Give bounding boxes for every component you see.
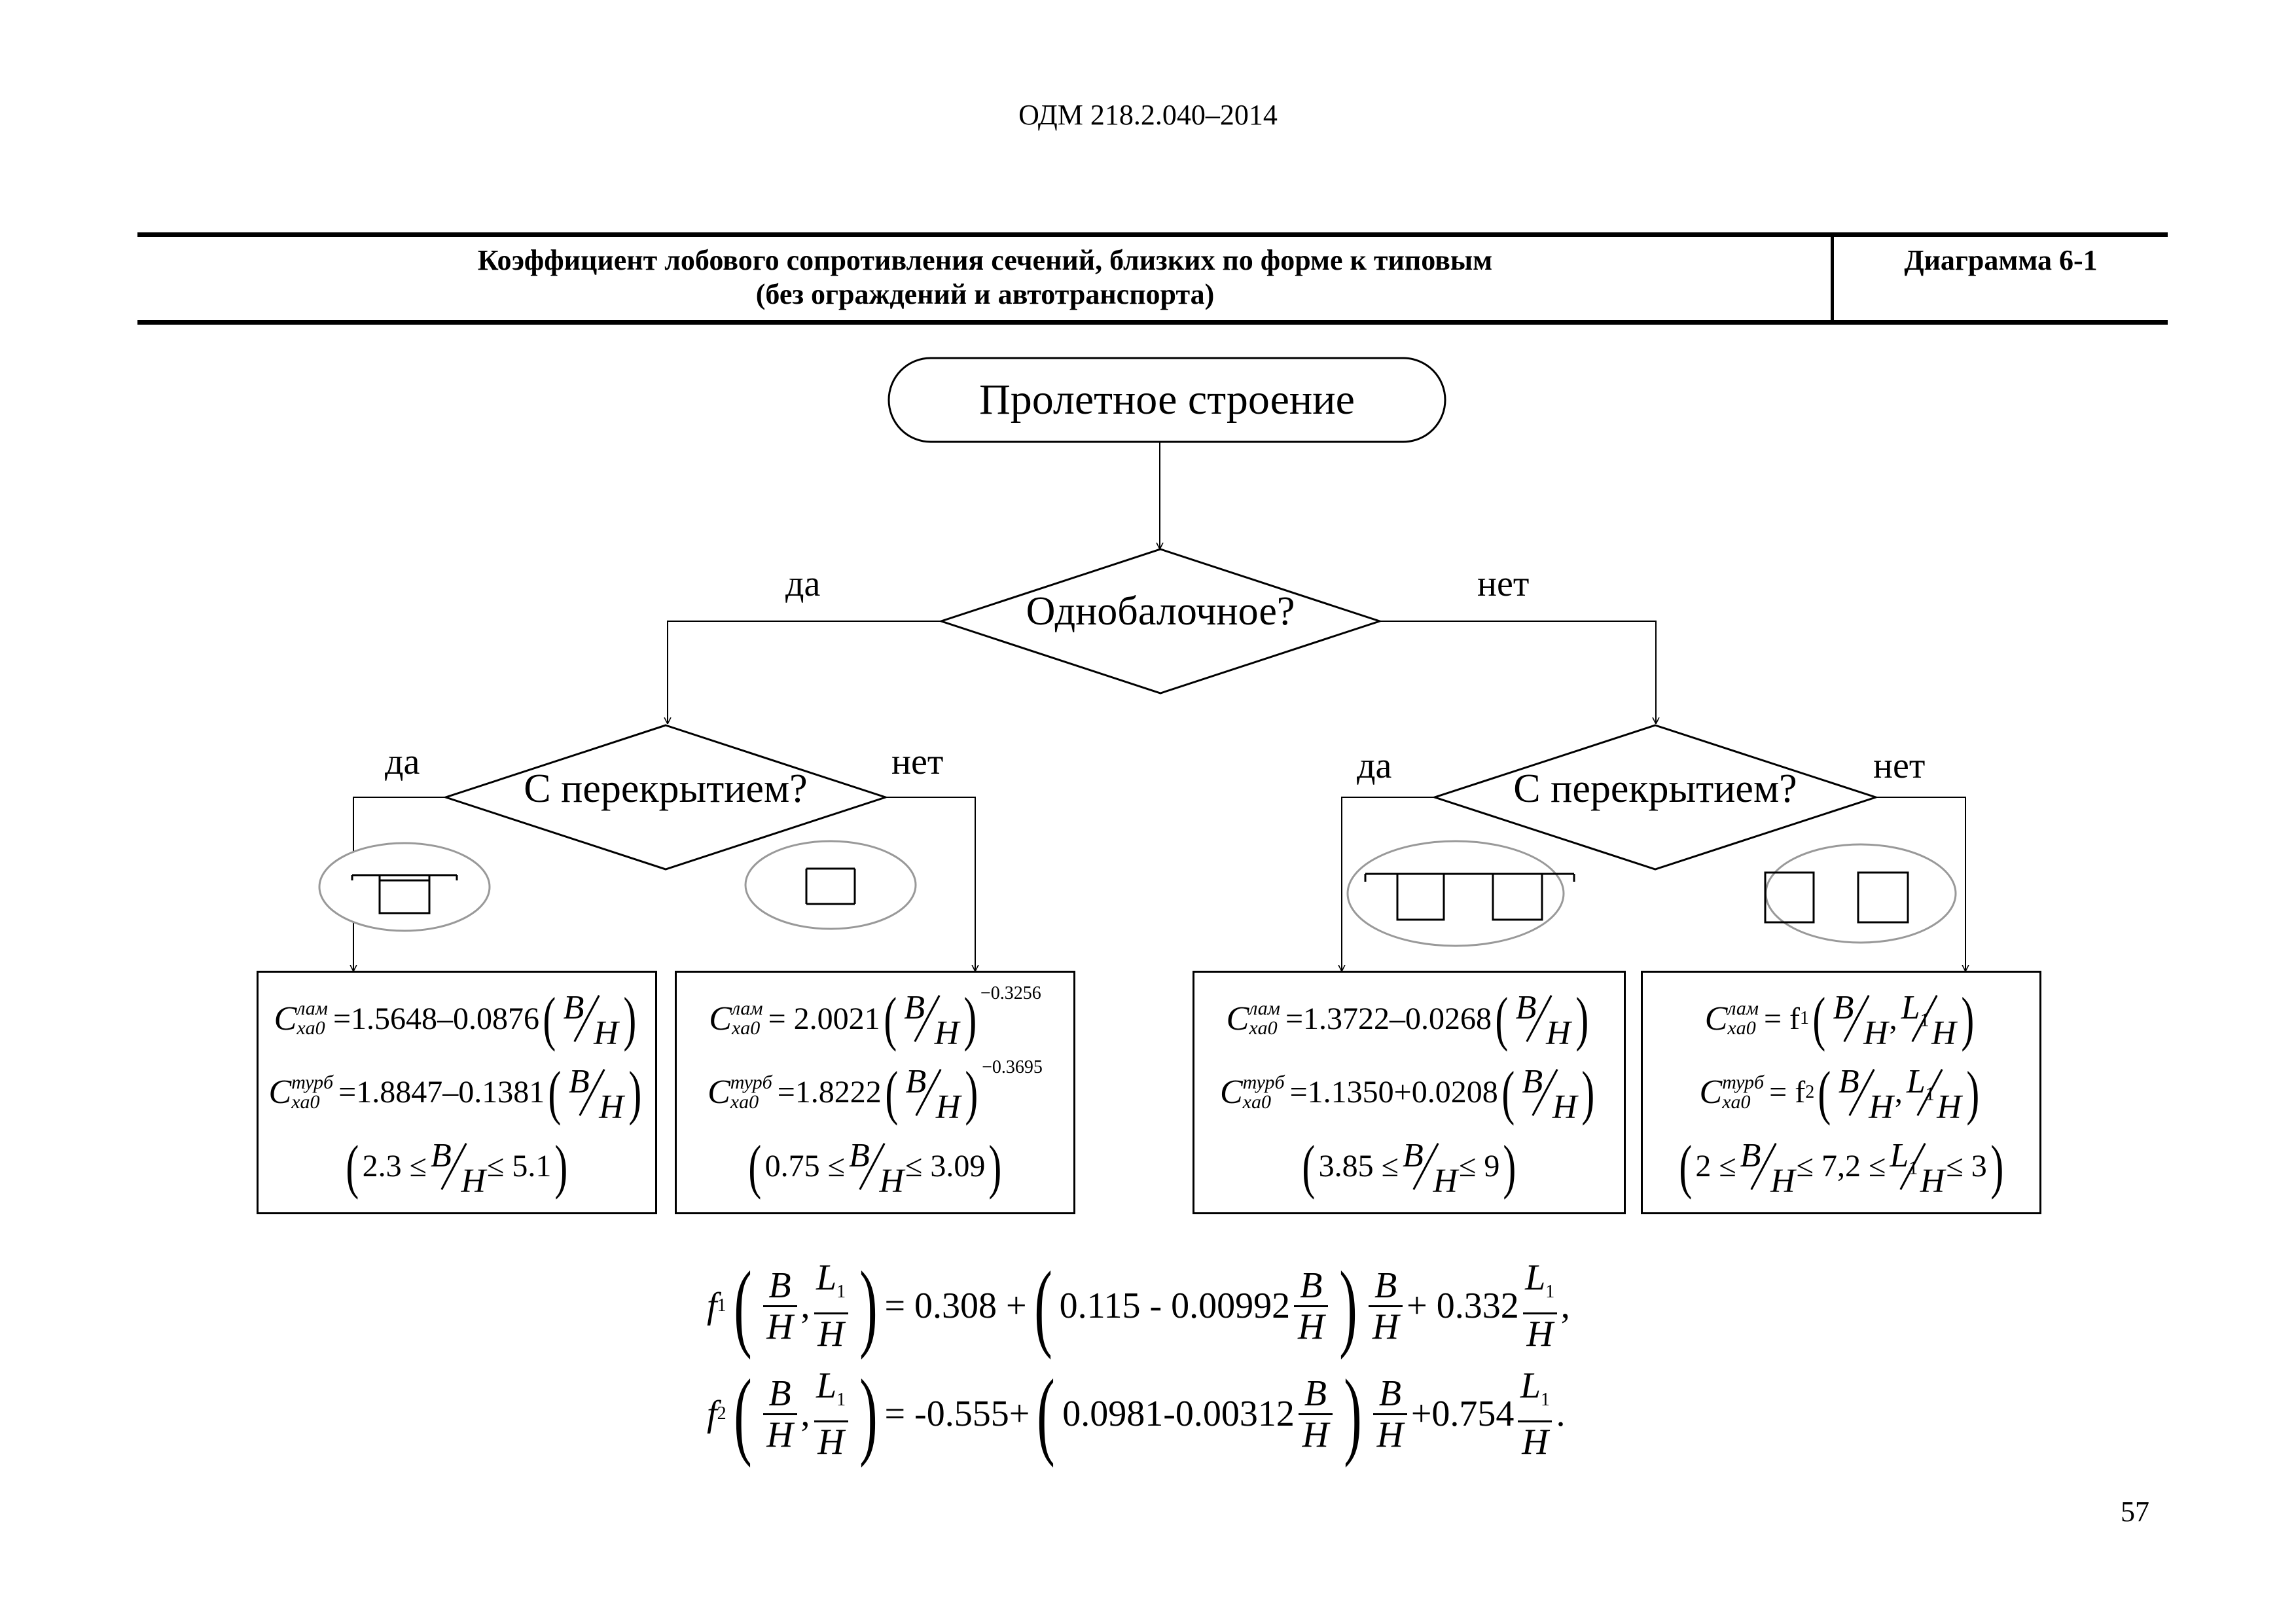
decision-single-beam [938,548,1383,695]
section-ellipse-3 [1346,840,1565,947]
cross-section-single-open [805,867,856,905]
label-no-single: нет [1477,564,1530,604]
section-ellipse-4 [1765,843,1957,944]
diagram-id: Диаграмма 6-1 [1904,244,2098,276]
diagram-title: Коэффициент лобового сопротивления сечен… [137,244,1833,312]
start-label: Пролетное строение [979,376,1355,424]
section-ellipse-2 [744,840,917,930]
question-deck-left: С перекрытием? [524,767,808,811]
connector-single-yes [668,621,941,723]
connector-right-no [1876,797,1965,971]
connector-single-no [1380,621,1656,723]
section-ellipse-1 [318,842,491,932]
decision-deck-right [1431,724,1879,871]
cross-section-single-deck [351,874,458,914]
document-code: ОДМ 218.2.040–2014 [1018,99,1278,131]
title-line-1: Коэффициент лобового сопротивления сечен… [477,244,1493,276]
label-yes-left: да [385,742,420,782]
cross-section-multi-open [1764,871,1909,924]
decision-deck-left [442,724,889,871]
start-node [888,357,1446,443]
question-single-beam: Однобалочное? [1026,589,1295,634]
title-block: Коэффициент лобового сопротивления сечен… [137,232,2168,325]
title-divider [1831,237,1834,320]
title-line-2: (без ограждений и автотранспорта) [755,278,1215,310]
label-yes-single: да [785,564,821,604]
label-yes-right: да [1357,746,1392,786]
question-deck-right: С перекрытием? [1513,767,1797,811]
cross-section-multi-deck [1364,873,1575,921]
page-number: 57 [2121,1496,2149,1528]
label-no-left: нет [891,742,944,782]
connector-right-yes [1342,797,1435,971]
connector-left-no [886,797,975,971]
label-no-right: нет [1873,746,1926,786]
